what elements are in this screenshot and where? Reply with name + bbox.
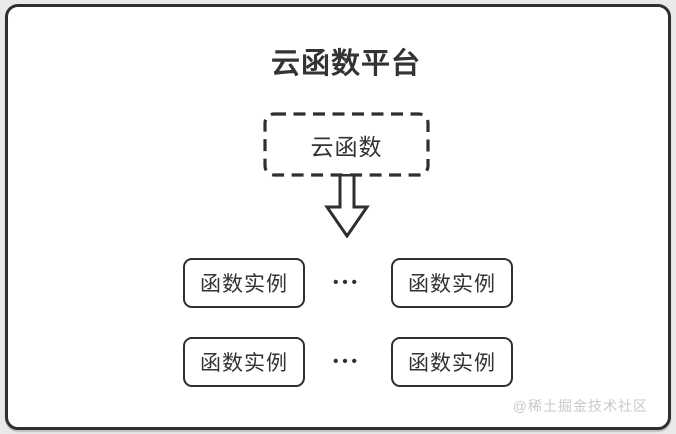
- function-instance-node: 函数实例: [391, 337, 513, 387]
- ellipsis-dots: •••: [333, 274, 361, 291]
- function-instance-node: 函数实例: [391, 258, 513, 308]
- dashed-border-shape: [263, 112, 430, 177]
- cloud-function-label: 云函数: [310, 133, 383, 160]
- function-instance-node: 函数实例: [183, 258, 305, 308]
- diagram-title: 云函数平台: [270, 48, 421, 80]
- down-arrow-icon: [324, 174, 370, 238]
- cloud-function-node: 云函数: [263, 112, 430, 177]
- ellipsis-dots: •••: [333, 353, 361, 370]
- diagram-card: 云函数平台 云函数 函数实例 ••• 函数实例 函数实例 ••• 函数实例 @稀…: [5, 4, 671, 430]
- watermark: @稀土掘金技术社区: [512, 398, 648, 414]
- function-instance-node: 函数实例: [183, 337, 305, 387]
